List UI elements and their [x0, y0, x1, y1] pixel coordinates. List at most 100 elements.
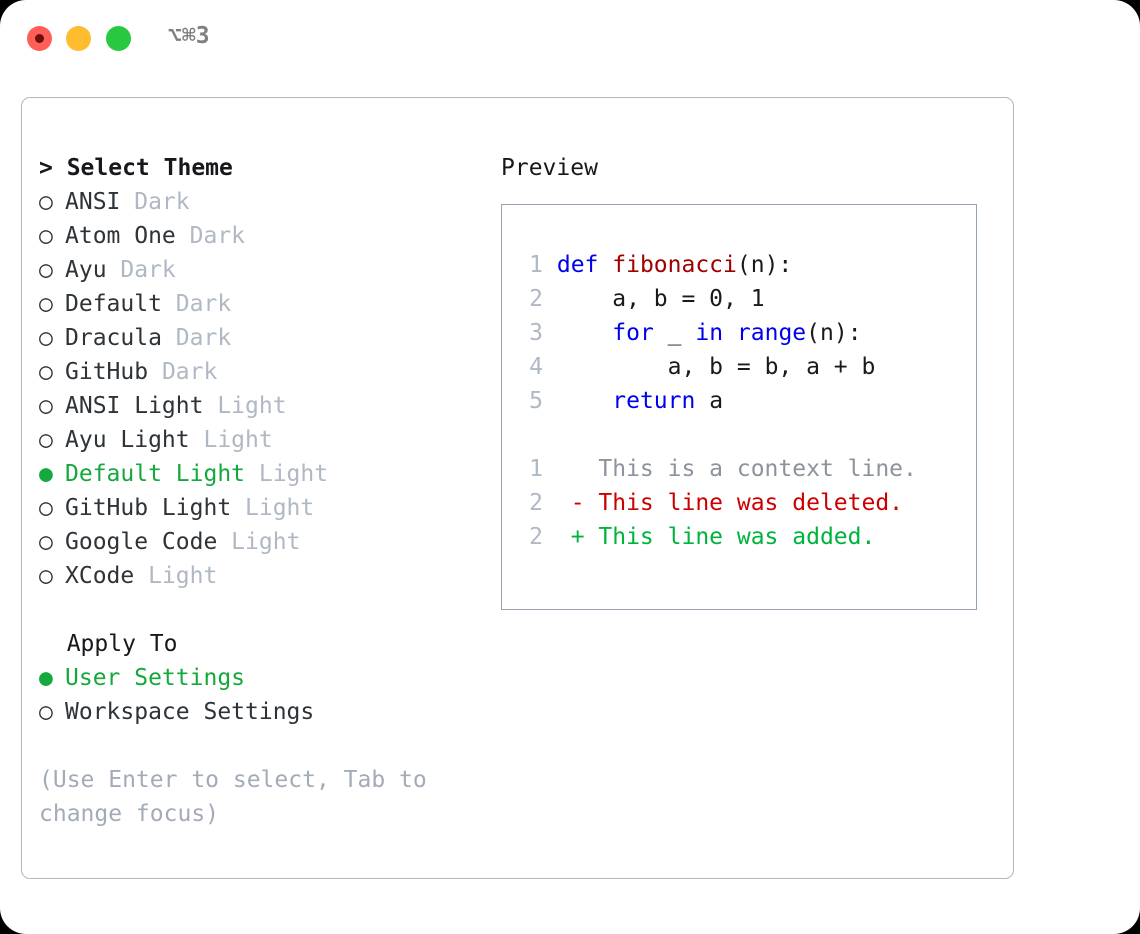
right-column: Preview 1 def fibonacci(n):2 a, b = 0, 1…	[501, 151, 1001, 610]
theme-option-label: Dracula	[65, 325, 162, 351]
theme-option-5[interactable]: ○ GitHub Dark	[39, 355, 489, 389]
theme-picker-panel: > Select Theme ○ ANSI Dark○ Atom One Dar…	[21, 97, 1014, 879]
diff-text: + This line was added.	[543, 524, 876, 550]
code-line: 5 return a	[515, 384, 875, 418]
theme-list[interactable]: ○ ANSI Dark○ Atom One Dark○ Ayu Dark○ De…	[39, 185, 489, 593]
theme-option-11[interactable]: ○ XCode Light	[39, 559, 489, 593]
list-spacer	[39, 593, 489, 627]
code-token: return	[612, 388, 696, 414]
theme-option-kind: Dark	[175, 223, 246, 249]
theme-option-10[interactable]: ○ Google Code Light	[39, 525, 489, 559]
radio-selected-icon: ●	[39, 461, 67, 487]
code-line: 4 a, b = b, a + b	[515, 350, 875, 384]
line-number: 3	[529, 320, 543, 346]
code-line: 1 def fibonacci(n):	[515, 248, 875, 282]
radio-unselected-icon: ○	[39, 529, 67, 555]
code-token: a	[695, 388, 724, 414]
radio-unselected-icon: ○	[39, 699, 67, 725]
radio-unselected-icon: ○	[39, 495, 67, 521]
apply-to-header: Apply To	[39, 631, 178, 657]
radio-unselected-icon: ○	[39, 223, 67, 249]
theme-option-kind: Light	[203, 393, 287, 419]
code-token: range	[736, 320, 807, 346]
theme-option-kind: Dark	[106, 257, 176, 283]
line-number: 1	[529, 252, 543, 278]
diff-line-deleted: 2 - This line was deleted.	[515, 486, 917, 520]
theme-option-3[interactable]: ○ Default Dark	[39, 287, 489, 321]
code-token: (n):	[736, 252, 793, 278]
theme-option-label: ANSI	[65, 189, 121, 215]
theme-option-kind: Light	[245, 461, 329, 487]
theme-option-label: Ayu	[65, 257, 107, 283]
select-theme-header: > Select Theme	[39, 155, 233, 181]
apply-option-label: Workspace Settings	[65, 699, 315, 725]
keyboard-shortcut-label: ⌥⌘3	[168, 23, 210, 49]
theme-option-label: Google Code	[65, 529, 218, 555]
code-token	[557, 320, 612, 346]
line-number: 4	[529, 354, 543, 380]
gutter-space	[543, 286, 557, 312]
code-token: for	[612, 320, 654, 346]
line-number: 2	[529, 524, 543, 550]
radio-unselected-icon: ○	[39, 427, 67, 453]
diff-sample: 1 This is a context line. 2 - This line w…	[515, 452, 917, 554]
theme-option-label: Default	[65, 291, 162, 317]
code-token	[723, 320, 737, 346]
theme-option-kind: Light	[231, 495, 315, 521]
theme-option-9[interactable]: ○ GitHub Light Light	[39, 491, 489, 525]
maximize-button[interactable]	[106, 26, 131, 51]
diff-text: This is a context line.	[543, 456, 917, 482]
code-token: a, b = 0, 1	[556, 286, 765, 312]
theme-option-kind: Dark	[148, 359, 218, 385]
theme-option-label: GitHub	[65, 359, 149, 385]
code-token	[557, 388, 612, 414]
close-button[interactable]	[27, 26, 52, 51]
apply-option-0[interactable]: ● User Settings	[39, 661, 489, 695]
code-line: 2 a, b = 0, 1	[515, 282, 875, 316]
line-number: 5	[529, 388, 543, 414]
left-column: > Select Theme ○ ANSI Dark○ Atom One Dar…	[39, 151, 489, 831]
apply-option-label: User Settings	[65, 665, 246, 691]
titlebar: ⌥⌘3	[0, 0, 1140, 78]
radio-unselected-icon: ○	[39, 325, 67, 351]
theme-option-6[interactable]: ○ ANSI Light Light	[39, 389, 489, 423]
theme-option-kind: Light	[217, 529, 301, 555]
theme-option-label: GitHub Light	[65, 495, 232, 521]
code-token: a, b = b, a + b	[556, 354, 876, 380]
theme-option-kind: Light	[134, 563, 218, 589]
radio-unselected-icon: ○	[39, 393, 67, 419]
keyboard-hint: (Use Enter to select, Tab to change focu…	[39, 767, 441, 827]
line-number: 2	[529, 490, 543, 516]
code-token: def	[556, 252, 613, 278]
radio-unselected-icon: ○	[39, 291, 67, 317]
theme-option-2[interactable]: ○ Ayu Dark	[39, 253, 489, 287]
code-line: 3 for _ in range(n):	[515, 316, 875, 350]
theme-option-1[interactable]: ○ Atom One Dark	[39, 219, 489, 253]
gutter-space	[543, 320, 557, 346]
radio-unselected-icon: ○	[39, 189, 67, 215]
diff-line-added: 2 + This line was added.	[515, 520, 917, 554]
theme-option-0[interactable]: ○ ANSI Dark	[39, 185, 489, 219]
theme-option-label: Ayu Light	[65, 427, 190, 453]
gutter-space	[543, 354, 557, 380]
theme-option-kind: Dark	[120, 189, 190, 215]
apply-option-1[interactable]: ○ Workspace Settings	[39, 695, 489, 729]
apply-to-list[interactable]: ● User Settings○ Workspace Settings	[39, 661, 489, 729]
line-number: 1	[529, 456, 543, 482]
theme-option-4[interactable]: ○ Dracula Dark	[39, 321, 489, 355]
theme-option-kind: Dark	[161, 291, 232, 317]
minimize-button[interactable]	[66, 26, 91, 51]
code-token: in	[695, 320, 724, 346]
gutter-space	[543, 388, 557, 414]
theme-option-label: ANSI Light	[65, 393, 204, 419]
radio-unselected-icon: ○	[39, 257, 67, 283]
radio-selected-icon: ●	[39, 665, 67, 691]
theme-option-label: XCode	[65, 563, 135, 589]
theme-option-7[interactable]: ○ Ayu Light Light	[39, 423, 489, 457]
code-token: fibonacci	[612, 252, 737, 278]
theme-option-8[interactable]: ● Default Light Light	[39, 457, 489, 491]
preview-title: Preview	[501, 155, 598, 181]
